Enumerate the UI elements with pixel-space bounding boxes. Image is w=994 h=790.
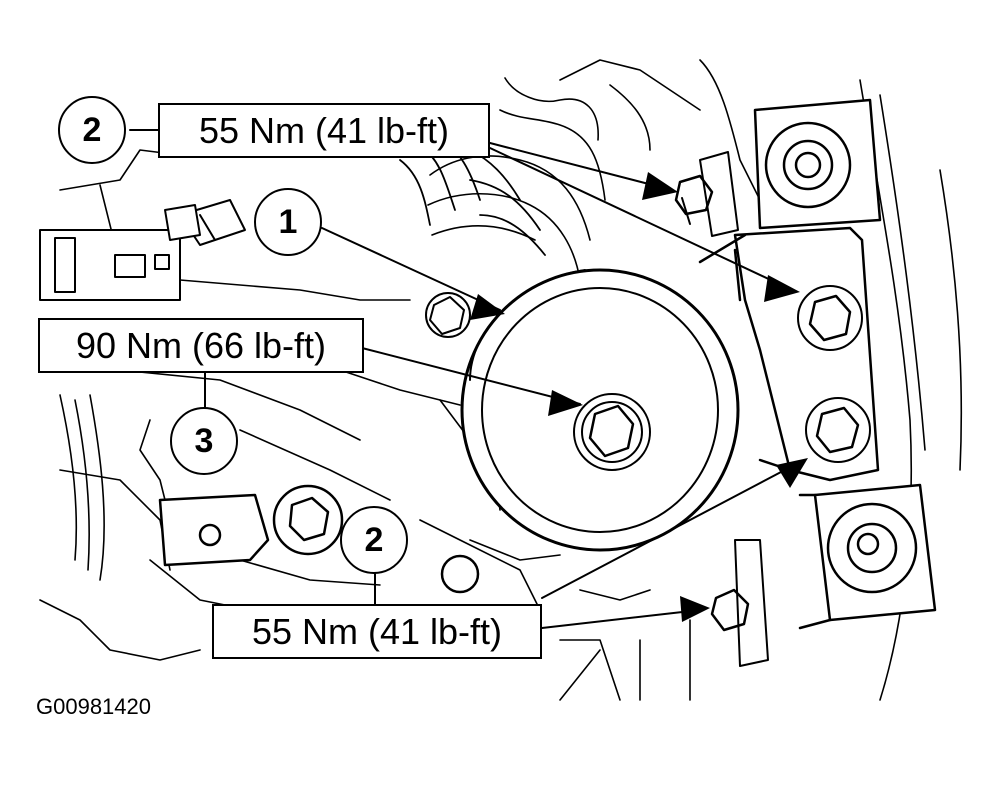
bolt-small-upper	[425, 292, 471, 338]
leader-lines	[129, 129, 801, 629]
engine-mount-upper	[753, 98, 882, 230]
torque-label-middle: 90 Nm (66 lb-ft)	[38, 318, 364, 373]
bolt-lower-right	[710, 539, 769, 667]
bracket-bolt-upper	[797, 285, 863, 351]
electrical-connector	[39, 199, 246, 301]
torque-label-lower: 55 Nm (41 lb-ft)	[212, 604, 542, 659]
idler-pulley	[460, 268, 740, 552]
callout-number-2-upper: 2	[58, 96, 126, 164]
callout-number-2-lower: 2	[340, 506, 408, 574]
bracket-bolt-lower	[805, 397, 871, 463]
figure-id: G00981420	[36, 694, 151, 719]
callout-number-1: 1	[254, 188, 322, 256]
engine-mount-lower	[798, 483, 937, 630]
arrowheads	[470, 172, 808, 622]
torque-label-upper: 55 Nm (41 lb-ft)	[158, 103, 490, 158]
callout-number-3: 3	[170, 407, 238, 475]
left-bracket	[158, 484, 480, 594]
bolt-upper-right	[674, 151, 739, 237]
